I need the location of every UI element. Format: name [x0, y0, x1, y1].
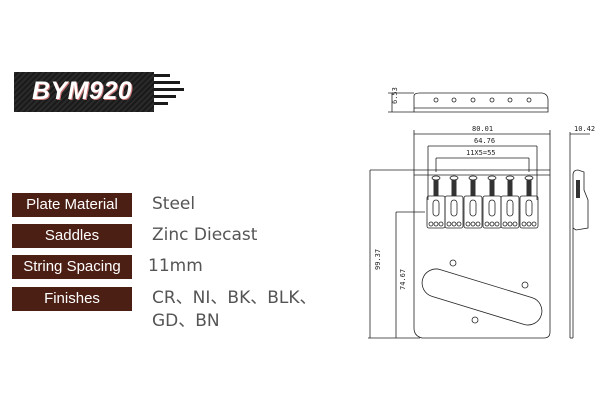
saddle [463, 175, 483, 229]
logo-stripes [154, 74, 184, 105]
spec-label: Saddles [12, 224, 132, 248]
spec-label: Plate Material [12, 193, 132, 217]
top-view-holes [433, 97, 532, 103]
saddle [426, 175, 446, 229]
saddle [519, 175, 539, 229]
saddle [444, 175, 464, 229]
spec-value: 11mm [148, 256, 203, 276]
spec-label: String Spacing [12, 255, 132, 279]
side-view-saddle [572, 169, 589, 231]
dim-saddle-span: 64.76 [474, 137, 495, 145]
dim-string-spacing: 11X5=55 [466, 149, 496, 157]
dim-saddle-to-end: 74.67 [399, 269, 407, 290]
saddle [482, 175, 502, 229]
spec-value-line2: GD、BN [152, 311, 220, 331]
spec-value: Zinc Diecast [152, 225, 258, 245]
saddle [500, 175, 520, 229]
spec-value: Steel [152, 194, 196, 214]
pickup-slot [421, 268, 543, 326]
bridge-plate [413, 169, 551, 339]
spec-label: Finishes [12, 287, 132, 311]
dim-thickness: 6.53 [391, 87, 399, 104]
dim-overall-length: 99.37 [374, 249, 382, 270]
dim-overall-width: 80.01 [472, 125, 493, 133]
dim-side-height: 10.42 [574, 125, 595, 133]
saddles [426, 175, 539, 229]
top-view-plate [413, 92, 549, 113]
spec-value: CR、NI、BK、BLK、 [152, 288, 317, 308]
brand-model-logo: BYM920 [14, 72, 154, 112]
model-name: BYM920 [32, 77, 133, 105]
